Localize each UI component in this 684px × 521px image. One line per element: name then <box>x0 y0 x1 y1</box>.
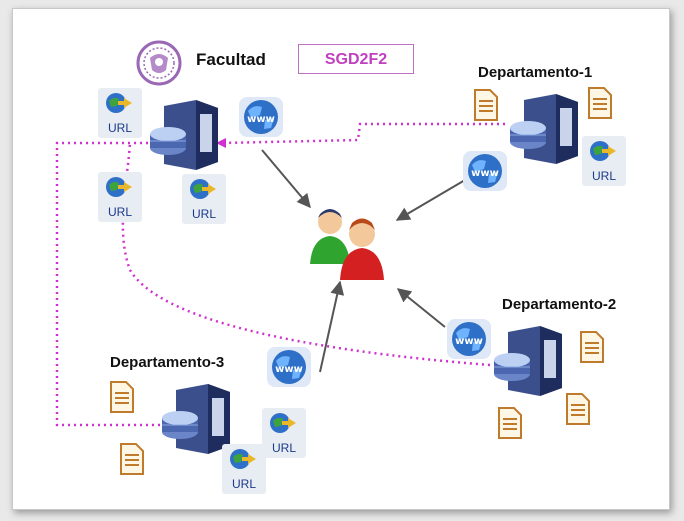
www-globe-icon[interactable]: www <box>266 346 312 388</box>
url-link-icon <box>106 177 132 197</box>
url-label: URL <box>231 477 256 491</box>
document-icon <box>588 87 612 119</box>
url-link-facultad-1[interactable]: URL <box>98 88 142 138</box>
departamento-2-label: Departamento-2 <box>502 296 617 313</box>
server-icon <box>162 384 230 454</box>
url-label: URL <box>107 205 132 219</box>
dotted-link-arrowhead <box>216 138 226 148</box>
document-icon <box>110 381 134 413</box>
url-link-departamento-3-1[interactable]: URL <box>262 408 306 458</box>
document-icon <box>566 393 590 425</box>
url-link-facultad-3[interactable]: URL <box>182 174 226 224</box>
server-icon <box>494 326 562 396</box>
facultad-label: Facultad <box>196 50 266 69</box>
url-link-departamento-1[interactable]: URL <box>582 136 626 186</box>
www-globe-icon[interactable]: www <box>446 318 492 360</box>
url-label: URL <box>107 121 132 135</box>
arrow-dept3-users <box>319 280 345 373</box>
dotted-link-dept1-facultad <box>221 122 505 145</box>
arrow-facultad-users <box>261 149 311 209</box>
url-link-icon <box>190 179 216 199</box>
url-link-icon <box>106 93 132 113</box>
www-globe-icon[interactable]: www <box>462 150 508 192</box>
departamento-1-label: Departamento-1 <box>478 64 593 81</box>
server-icon <box>150 100 218 170</box>
svg-text:www: www <box>455 336 483 347</box>
svg-text:www: www <box>247 114 275 125</box>
document-icon <box>474 89 498 121</box>
url-label: URL <box>191 207 216 221</box>
document-icon <box>498 407 522 439</box>
url-link-departamento-3-2[interactable]: URL <box>222 444 266 494</box>
document-icon <box>580 331 604 363</box>
www-globe-icon[interactable]: www <box>238 96 284 138</box>
url-label: URL <box>591 169 616 183</box>
arrow-dept1-users <box>395 179 466 221</box>
server-icon <box>510 94 578 164</box>
url-link-icon <box>270 413 296 433</box>
document-icon <box>120 443 144 475</box>
svg-text:www: www <box>275 364 303 375</box>
arrow-dept2-users <box>396 288 446 328</box>
url-label: URL <box>271 441 296 455</box>
url-link-icon <box>230 449 256 469</box>
url-link-facultad-2[interactable]: URL <box>98 172 142 222</box>
users-icon <box>310 209 384 280</box>
departamento-3-label: Departamento-3 <box>110 354 225 371</box>
url-link-icon <box>590 141 616 161</box>
svg-text:www: www <box>471 168 499 179</box>
system-badge: SGD2F2 <box>298 44 414 74</box>
emblem-icon <box>136 40 182 86</box>
